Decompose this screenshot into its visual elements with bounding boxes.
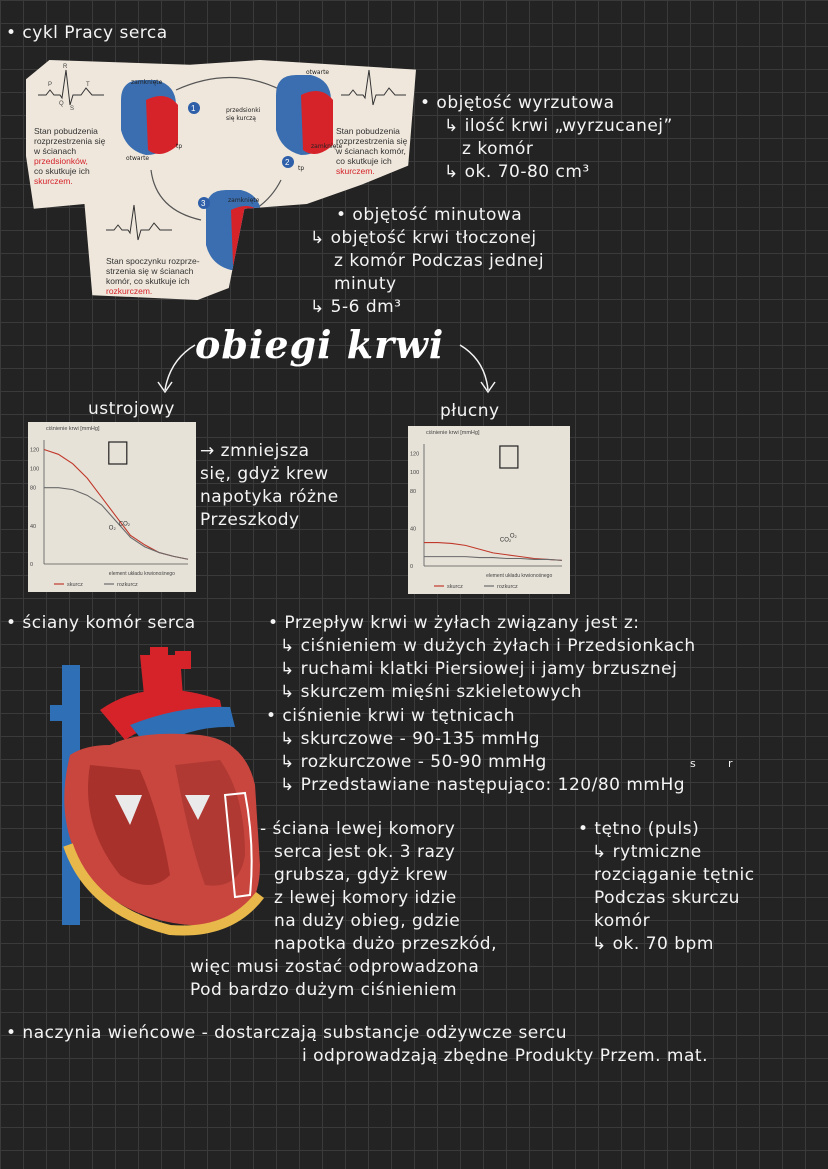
ecg-s: S [70,106,74,112]
vein-flow: • Przepływ krwi w żyłach związany jest z… [268,613,696,702]
pulse-heading: • tętno (puls) [578,819,700,839]
lbl-otwarte-a: otwarte [126,155,149,162]
left-ventricle-note: - ściana lewej komory serca jest ok. 3 r… [190,819,497,1000]
lbl-tp2: tp [298,165,304,172]
lbl-zamkniete-c: zamknięte [228,197,260,204]
ecg-q: Q [59,101,64,107]
heart-drawing-1 [121,80,178,155]
lbl-zamkniete-a: zamknięte [131,79,163,86]
highlight-box [499,445,519,469]
heart-cycle-diagram: 1 2 3 P R T Q S zamknięte otwarte tp prz… [26,60,416,300]
circulation-title: obiegi krwi [195,322,445,367]
pulmonary-label: płucny [440,401,500,421]
caption-3: Stan spoczynku rozprze- strzenia się w ś… [106,256,200,296]
lbl-sie-kurcza: się kurczą [226,115,256,122]
caption-1: Stan pobudzenia rozprzestrzenia się w śc… [34,126,106,186]
systemic-label: ustrojowy [88,399,175,419]
minute-volume: • objętość minutowa ↳ objętość krwi tłoc… [310,205,545,317]
ecg-p: P [48,82,52,88]
sup-r: r [728,757,734,770]
series-line-0 [424,541,563,561]
y-tick-label: 100 [410,470,419,476]
series-line-1 [424,556,563,561]
x-axis-label: element układu krwionośnego [486,573,552,579]
pulse: • tętno (puls) ↳ rytmiczne rozciąganie t… [578,819,755,954]
title-arrows [157,344,496,394]
lbl-zamkniete-b: zamknięte [311,143,343,150]
legend-label-1: rozkurcz [497,584,518,590]
ecg-t: T [86,82,90,88]
legend-label-0: skurcz [447,584,463,590]
y-tick-label: 80 [410,489,416,495]
stroke-volume: • objętość wyrzutowa ↳ ilość krwi „wyrzu… [420,93,673,182]
highlight-box [108,441,128,465]
annotation: O₂ [109,525,117,531]
heart-illustration [50,647,264,936]
pulmonary-chart-svg: ciśnienie krwi [mmHg] 0 40 80 100 120 element … [410,430,563,590]
arterial-pressure: • ciśnienie krwi w tętnicach ↳ skurczowe… [266,706,686,795]
stroke-volume-heading: • objętość wyrzutowa [420,93,615,113]
legend-label-0: skurcz [67,582,83,588]
sup-s: s [690,757,697,770]
lbl-otwarte-c: otwarte [251,270,274,277]
series-line-1 [44,487,189,560]
vein-flow-heading: • Przepływ krwi w żyłach związany jest z… [268,613,640,633]
badge-3: 3 [201,199,206,208]
ecg-r: R [63,64,68,70]
badge-1: 1 [191,104,196,113]
annotation: CO₂ [119,521,131,527]
caption-2: Stan pobudzenia rozprzestrzenia się w śc… [336,126,408,176]
heart-drawing-2 [276,75,333,155]
chart-title: ciśnienie krwi [mmHg] [426,430,480,436]
ventricle-walls: • ściany komór serca [6,613,196,633]
lbl-otwarte-b: otwarte [306,69,329,76]
cycle-title: • cykl Pracy serca [6,23,168,43]
annotation: O₂ [510,534,518,540]
y-tick-label: 0 [30,562,33,568]
series-line-0 [43,449,189,560]
y-tick-label: 80 [30,486,36,492]
pulmonary-chart: ciśnienie krwi [mmHg] 0 40 80 100 120 element … [408,426,570,594]
arterial-pressure-heading: • ciśnienie krwi w tętnicach [266,706,516,726]
chart-title: ciśnienie krwi [mmHg] [46,426,100,432]
y-tick-label: 120 [30,448,39,454]
y-tick-label: 100 [30,467,39,473]
systemic-chart-svg: ciśnienie krwi [mmHg] 0 40 80 100 120 element … [30,426,189,588]
y-tick-label: 40 [410,526,416,532]
y-tick-label: 40 [30,524,36,530]
y-tick-label: 120 [410,451,419,457]
systemic-chart: ciśnienie krwi [mmHg] 0 40 80 100 120 element … [28,422,196,592]
minute-volume-heading: • objętość minutowa [336,205,523,225]
y-tick-label: 0 [410,564,413,570]
x-axis-label: element układu krwionośnego [109,571,175,577]
badge-2: 2 [285,158,290,167]
legend-label-1: rozkurcz [117,582,138,588]
systemic-note: → zmniejsza się, gdyż krew napotyka różn… [200,441,339,530]
annotation: CO₂ [500,538,512,544]
coronary-vessels: • naczynia wieńcowe - dostarczają substa… [6,1023,708,1066]
lbl-przedsionki: przedsionki [226,107,261,114]
lbl-tp1: tp [176,143,182,150]
